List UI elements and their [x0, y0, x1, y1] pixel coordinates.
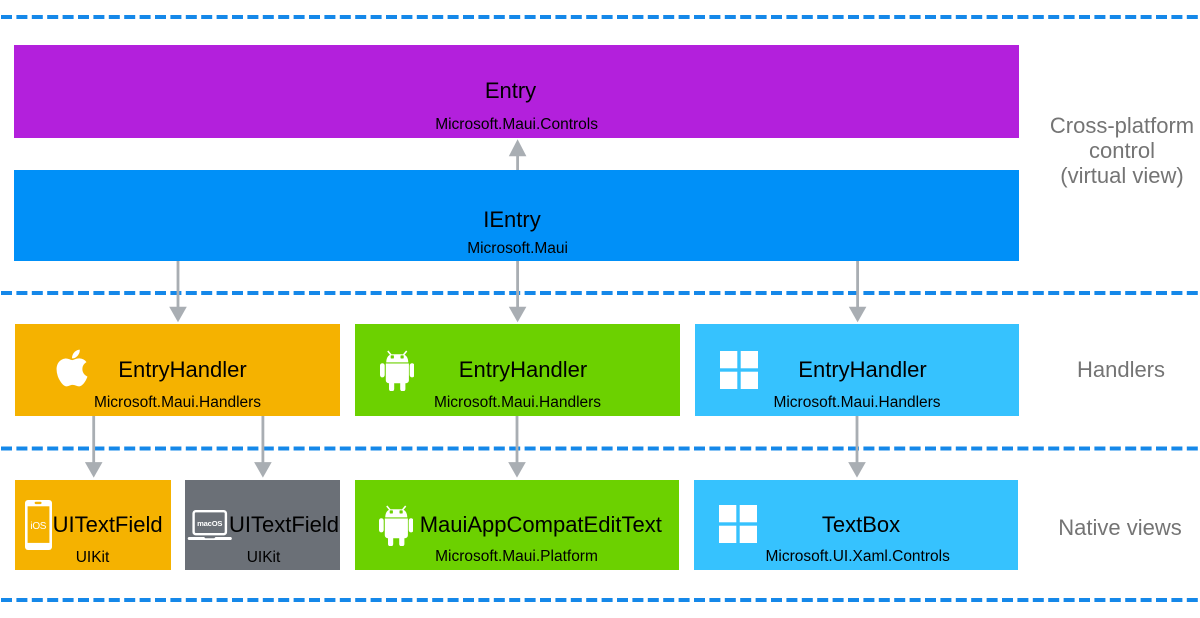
- svg-text:iOS: iOS: [30, 521, 46, 532]
- svg-text:macOS: macOS: [198, 519, 223, 528]
